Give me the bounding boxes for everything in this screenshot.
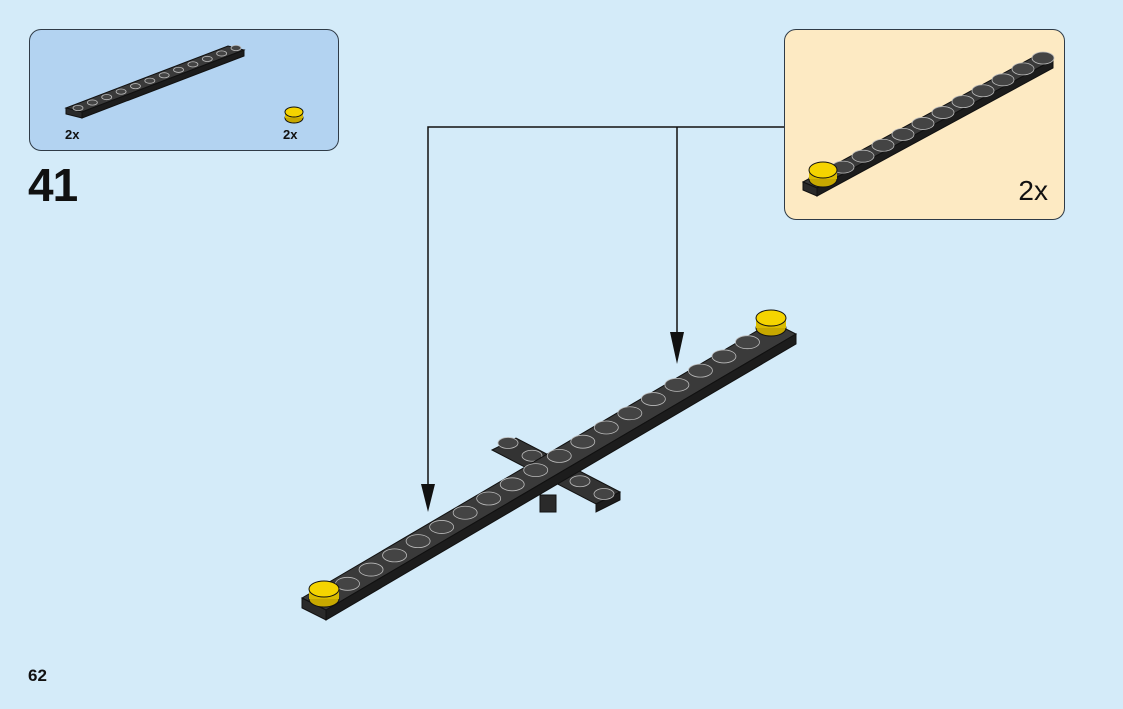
stud: [130, 83, 141, 90]
stud: [871, 138, 895, 152]
stud: [569, 475, 591, 488]
round-plate-quantity: 2x: [283, 127, 298, 142]
stud: [991, 73, 1015, 87]
stud: [911, 117, 935, 130]
page-number: 62: [28, 666, 47, 685]
sub-assembly-illustration: [801, 51, 1055, 197]
sub-assembly-callout: 2x: [784, 29, 1065, 220]
stud: [382, 548, 407, 563]
stud: [851, 149, 875, 163]
stud: [358, 562, 384, 577]
long-black-plate-icon: [300, 321, 798, 621]
plate-quantity: 2x: [65, 127, 80, 142]
stud: [476, 491, 502, 506]
stud: [405, 534, 431, 549]
stud: [499, 477, 525, 492]
stud: [230, 44, 242, 51]
parts-list-illustration: [64, 44, 304, 124]
stud: [187, 61, 199, 68]
stud: [735, 335, 760, 350]
callout-quantity: 2x: [1018, 175, 1048, 206]
assembly-arrows: [427, 126, 784, 498]
stud: [523, 463, 549, 478]
stud: [72, 105, 84, 112]
stud: [711, 349, 737, 364]
yellow-stud-left-icon: [308, 580, 340, 608]
parts-list-box: 2x 2x: [29, 29, 339, 151]
stud: [1031, 51, 1055, 65]
stud: [664, 377, 690, 392]
stud: [429, 520, 455, 534]
arrow-head-left: [421, 484, 435, 512]
stud: [521, 449, 543, 462]
stud: [546, 448, 572, 463]
stud: [951, 95, 975, 109]
stud: [971, 84, 995, 98]
arrow-head-right: [670, 332, 684, 364]
stud: [497, 437, 519, 449]
stud: [570, 434, 596, 449]
yellow-round-plate-icon: [284, 106, 304, 124]
stud: [593, 420, 619, 435]
sub-assembly-plate-icon: [801, 51, 1055, 197]
yellow-stud-icon: [808, 161, 838, 188]
step-number: 41: [28, 159, 78, 211]
stud: [688, 363, 713, 378]
black-plate-icon: [64, 44, 246, 119]
stud: [144, 77, 156, 84]
stud: [115, 88, 127, 95]
yellow-stud-right-icon: [755, 309, 787, 337]
stud: [86, 99, 98, 106]
stud: [173, 66, 184, 73]
stud: [216, 50, 228, 57]
stud: [593, 488, 615, 500]
stud: [617, 406, 643, 421]
stud: [1011, 62, 1035, 76]
stud: [640, 392, 666, 406]
stud: [158, 72, 170, 79]
stud: [201, 55, 213, 62]
stud: [452, 505, 478, 520]
stud: [931, 106, 955, 119]
stud: [101, 94, 113, 101]
stud: [891, 127, 915, 141]
